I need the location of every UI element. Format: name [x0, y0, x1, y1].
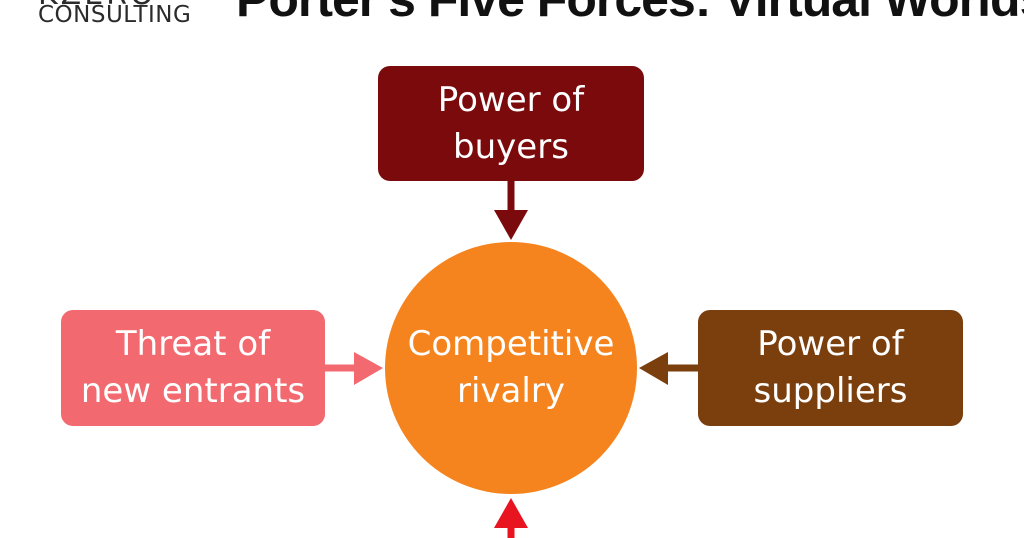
page-title: Porter's Five Forces: Virtual Worlds [236, 0, 1024, 28]
force-power-of-suppliers: Power of suppliers [698, 310, 963, 426]
force-threat-of-new-entrants: Threat of new entrants [61, 310, 325, 426]
arrow-suppliers [639, 352, 698, 385]
logo-subtitle: CONSULTING [38, 2, 192, 28]
force-power-of-buyers-label: Power of buyers [437, 79, 585, 167]
arrow-bottom [494, 498, 528, 538]
logo-wordmark: KZERO [38, 0, 157, 10]
force-threat-of-new-entrants-label: Threat of new entrants [80, 324, 306, 411]
competitive-rivalry-circle: Competitive rivalry [385, 242, 637, 494]
force-power-of-suppliers-label: Power of suppliers [753, 324, 908, 411]
arrow-buyers [494, 181, 528, 240]
competitive-rivalry-label: Competitive rivalry [407, 324, 615, 411]
force-power-of-buyers: Power of buyers [378, 66, 644, 181]
arrow-entrants [325, 352, 383, 385]
